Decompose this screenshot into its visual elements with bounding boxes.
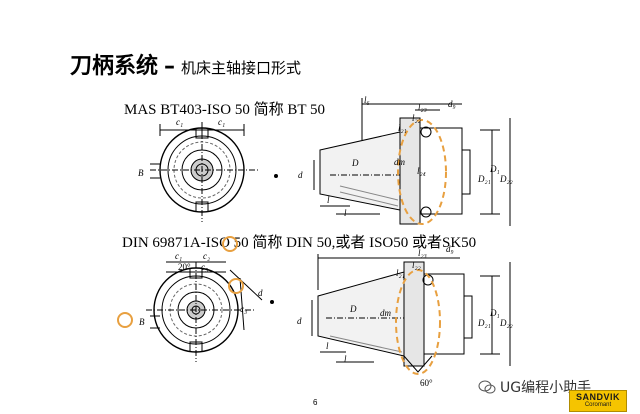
- label-60deg: 60°: [420, 378, 433, 388]
- label-dm-bottom: dm: [380, 308, 392, 318]
- label-lb-bottom: l: [326, 341, 329, 351]
- label-c1-left: c₁: [176, 117, 183, 127]
- highlight-oval-top: [397, 119, 447, 225]
- label-d1-bottom: D₁: [489, 308, 500, 318]
- ref-point-top: [274, 174, 278, 178]
- caption-bt50: MAS BT403-ISO 50 简称 BT 50: [124, 102, 325, 118]
- din50-side-view: [311, 254, 511, 373]
- label-lth-bottom: l: [344, 354, 347, 364]
- label-c3-right: c₃: [240, 304, 247, 314]
- label-d21-top: D₂₁: [477, 174, 491, 184]
- slide-title: 刀柄系统 – 机床主轴接口形式: [70, 48, 301, 80]
- wechat-watermark: UG编程小助手: [478, 377, 591, 397]
- caption-din50: DIN 69871A-ISO 50 简称 DIN 50,或者 ISO50 或者S…: [122, 235, 477, 251]
- label-l24-top: l₂₄: [417, 166, 426, 176]
- label-l23-bottom: l₂₃: [418, 248, 427, 258]
- din50-front-view: [146, 261, 263, 362]
- label-c1-right: c₁: [218, 117, 225, 127]
- label-lb-top: l: [327, 195, 330, 205]
- wechat-icon: [478, 380, 496, 394]
- label-l22-top: l₂₂: [412, 113, 421, 123]
- label-db1-top: d: [298, 170, 303, 180]
- bt50-side-view: [313, 98, 511, 226]
- label-20deg: 20°: [178, 262, 191, 272]
- page-number: 6: [313, 398, 318, 407]
- label-d22-bottom: D₂₂: [499, 318, 513, 328]
- highlight-circle-left: [117, 312, 133, 328]
- label-bkw1-bottom: B: [139, 317, 145, 327]
- label-dg-top: d₉: [448, 99, 456, 109]
- logo-sub: Coromant: [584, 402, 612, 408]
- label-bkw1: B: [138, 168, 144, 178]
- label-db1-bottom: d: [297, 316, 302, 326]
- label-c3-top: c₃: [201, 262, 208, 272]
- label-l21-top: l₂₁: [398, 123, 407, 133]
- title-subtitle: 机床主轴接口形式: [181, 59, 302, 77]
- title-main: 刀柄系统: [70, 54, 159, 79]
- sandvik-logo: SANDVIK Coromant: [569, 390, 627, 412]
- label-dm-top: dm: [394, 157, 406, 167]
- bt50-front-view: [150, 122, 260, 222]
- highlight-oval-bottom: [395, 269, 441, 375]
- highlight-circle-right: [228, 278, 244, 294]
- label-l21-bottom: l₂₁: [396, 268, 405, 278]
- label-lth-top: l: [344, 208, 347, 218]
- label-c1-bottom: c₁: [175, 251, 182, 261]
- title-dash: –: [164, 54, 176, 79]
- logo-brand: SANDVIK: [575, 392, 620, 402]
- label-d22-top: D₂₂: [499, 174, 513, 184]
- watermark-text: UG编程小助手: [500, 380, 592, 396]
- label-dth-bottom: D: [349, 304, 357, 314]
- label-l22-bottom: l₂₂: [412, 260, 421, 270]
- label-l23-top: l₂₃: [418, 102, 427, 112]
- label-dth-top: D: [351, 158, 359, 168]
- label-dg-bottom: d₉: [446, 244, 454, 254]
- label-d21-bottom: D₂₁: [477, 318, 491, 328]
- ref-point-bottom: [270, 300, 274, 304]
- label-d1-top: D₁: [489, 164, 500, 174]
- highlight-circle-top: [222, 236, 238, 252]
- label-c2-bottom: c₂: [203, 251, 210, 261]
- label-lc-top: l₆: [364, 95, 370, 105]
- label-dhc: d: [258, 288, 263, 298]
